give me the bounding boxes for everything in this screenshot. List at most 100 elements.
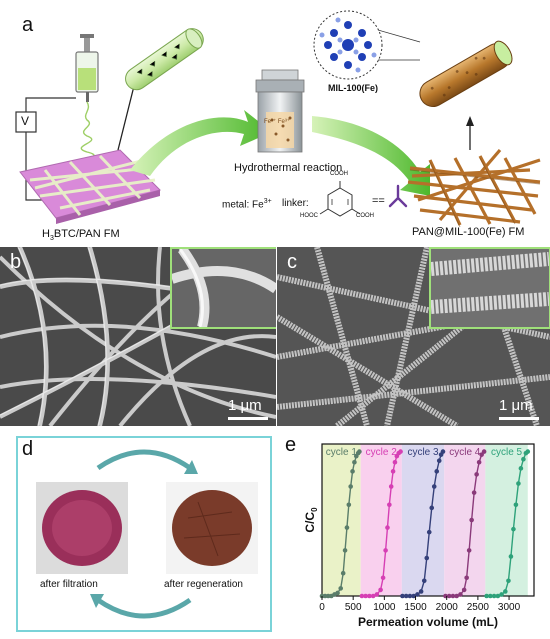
left-caption-rest: BTC/PAN FM [53, 228, 120, 240]
data-point-cycle-4 [466, 548, 472, 553]
panel-d-illustration [36, 449, 258, 619]
data-point-cycle-1 [357, 449, 362, 454]
data-point-cycle-1 [344, 525, 350, 530]
metal-label: metal: Fe3+ [222, 198, 272, 210]
data-point-cycle-4 [461, 587, 467, 593]
data-point-cycle-4 [476, 459, 482, 465]
data-point-cycle-4 [481, 449, 487, 454]
data-point-cycle-2 [383, 548, 388, 553]
sem-inset-c-fibers [431, 249, 549, 327]
process-arrow-1 [130, 110, 272, 176]
data-point-cycle-3 [440, 449, 446, 454]
data-point-cycle-4 [464, 575, 469, 581]
data-point-cycle-5 [484, 593, 489, 599]
x-tick-label: 1500 [404, 602, 427, 613]
panel-label-a: a [22, 14, 34, 36]
linker-symbol-icon [388, 184, 408, 208]
data-point-cycle-5 [499, 592, 504, 597]
left-caption-sub: 3 [49, 235, 54, 243]
cycle-arrow-bottom [96, 597, 192, 619]
data-point-cycle-4 [471, 490, 477, 495]
data-point-cycle-2 [392, 459, 398, 465]
data-point-cycle-4 [458, 592, 463, 597]
panel-label-d: d [22, 438, 34, 460]
series-label-cycle-2: cycle 2 [366, 447, 398, 458]
data-point-cycle-5 [516, 481, 521, 486]
data-point-cycle-3 [403, 593, 409, 599]
data-point-cycle-5 [503, 589, 508, 594]
process-arrow-2 [312, 116, 430, 196]
series-label-cycle-1: cycle 1 [326, 447, 358, 458]
data-point-cycle-3 [426, 529, 432, 535]
data-point-cycle-3 [431, 484, 437, 489]
series-label-cycle-4: cycle 4 [449, 447, 481, 458]
sem-image-c: c 1 μm [277, 247, 550, 426]
linker-molecule-icon [319, 181, 361, 217]
sem-inset-b-fibers [172, 249, 276, 327]
data-point-cycle-5 [525, 449, 531, 454]
data-point-cycle-2 [385, 525, 390, 530]
data-point-cycle-2 [390, 469, 396, 474]
cycle-band-1 [322, 444, 361, 596]
data-point-cycle-1 [346, 502, 352, 508]
data-point-cycle-1 [338, 586, 344, 591]
voltage-source-icon [15, 111, 37, 133]
panel-d: d after filtration after regeneration [16, 436, 272, 632]
x-tick-label: 1000 [373, 602, 396, 613]
regenerated-membrane-icon [172, 490, 252, 566]
equals-sign: == [372, 195, 385, 207]
sem-inset-b [170, 247, 276, 329]
data-point-cycle-1 [335, 590, 340, 596]
data-point-cycle-1 [352, 459, 357, 465]
reaction-label: Hydrothermal reaction [234, 162, 343, 174]
sem-image-b: b 1 μm [0, 247, 276, 426]
data-point-cycle-2 [367, 593, 372, 599]
left-caption-h: H [42, 228, 50, 240]
data-point-cycle-3 [421, 578, 427, 584]
x-tick-label: 0 [319, 602, 325, 613]
vessel-content-label: Fe³⁺ Fe³⁺ [264, 119, 291, 125]
plot-frame [321, 443, 535, 597]
fiber-zoom-tube [125, 28, 204, 91]
x-axis-label: Permeation volume (mL) [358, 615, 498, 629]
cooh-top: COOH [330, 171, 348, 177]
cooh-right: COOH [356, 213, 374, 219]
data-point-cycle-3 [429, 505, 435, 511]
data-point-cycle-3 [400, 593, 405, 599]
mof-label: MIL-100(Fe) [328, 83, 379, 93]
data-point-cycle-1 [348, 484, 353, 489]
metal-label-text: metal: Fe [222, 199, 264, 211]
panel-label-b: b [10, 251, 22, 273]
data-point-cycle-5 [508, 554, 514, 559]
data-point-cycle-3 [436, 458, 442, 464]
data-point-cycle-1 [350, 469, 355, 474]
left-caption: H3BTC/PAN FM [42, 228, 120, 242]
panel-a-illustration [15, 10, 541, 228]
panel-a: a [0, 0, 550, 242]
right-caption: PAN@MIL-100(Fe) FM [412, 226, 525, 238]
metal-label-sup: 3+ [263, 198, 272, 205]
data-point-cycle-2 [370, 593, 376, 599]
data-point-cycle-2 [374, 592, 380, 597]
data-point-cycle-5 [488, 593, 493, 599]
x-tick-label: 2000 [436, 602, 459, 613]
cycle-arrow-top [96, 449, 192, 471]
sem-inset-c [429, 247, 550, 329]
voltage-label: V [21, 114, 30, 128]
pan-mil-100-mat [407, 148, 541, 226]
data-point-cycle-4 [450, 593, 456, 599]
syringe-icon [75, 34, 99, 102]
data-point-cycle-3 [415, 592, 420, 597]
data-point-cycle-3 [434, 469, 440, 474]
data-point-cycle-3 [407, 593, 413, 599]
data-point-cycle-5 [513, 502, 519, 508]
data-point-cycle-4 [469, 517, 474, 523]
scalebar-b-line [228, 417, 268, 420]
data-point-cycle-5 [506, 578, 511, 584]
x-tick-label: 3000 [498, 602, 521, 613]
data-point-cycle-2 [388, 484, 394, 489]
data-point-cycle-2 [378, 587, 383, 593]
data-point-cycle-1 [340, 570, 346, 576]
scalebar-b-text: 1 μm [228, 397, 262, 414]
